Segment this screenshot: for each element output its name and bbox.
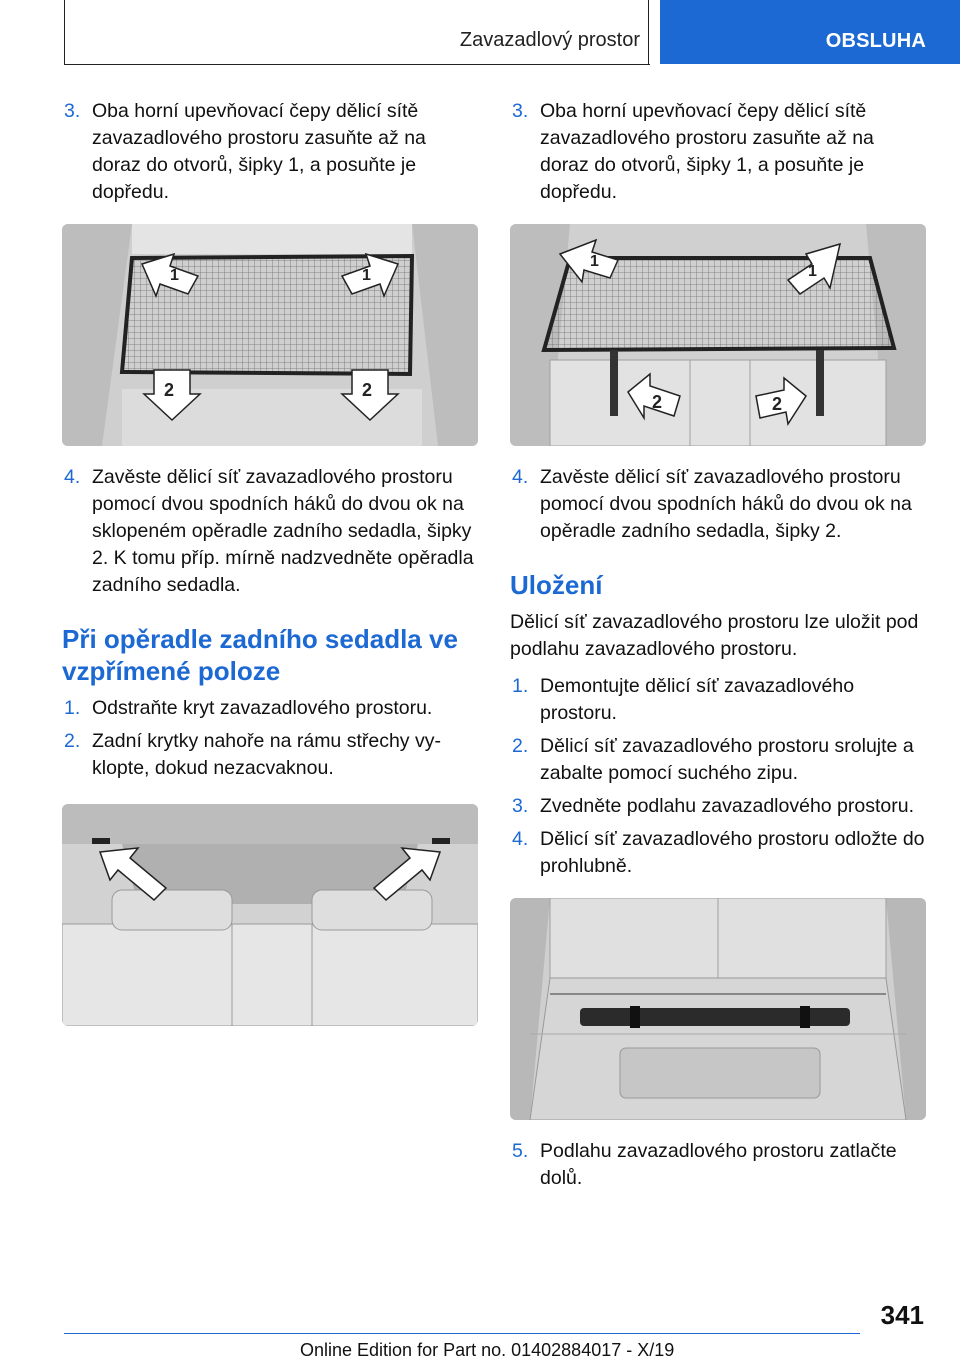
arrow-1-left: 1 — [558, 238, 620, 284]
step-number: 1. — [512, 675, 529, 697]
left-step-1: 1. Odstraňte kryt zavazadlového prostoru… — [62, 695, 478, 722]
step-number: 3. — [512, 795, 529, 817]
step-number: 5. — [512, 1140, 529, 1162]
arrow-1-right: 1 — [786, 242, 842, 295]
figure-net-upright-seats: 1 1 2 2 — [510, 224, 926, 446]
step-number: 2. — [512, 735, 529, 757]
left-step-2: 2. Zadní krytky nahoře na rámu střechy v… — [62, 728, 478, 782]
header-chapter-label: OBSLUHA — [825, 30, 926, 52]
svg-text:1: 1 — [170, 267, 179, 284]
right-storage-step-3: 3. Zvedněte podlahu zavazadlového prosto… — [510, 793, 926, 820]
page-number: 341 — [880, 1300, 924, 1330]
left-column: 3. Oba horní upevňovací čepy dělicí sítě… — [62, 98, 478, 1044]
footer-rule — [64, 1333, 860, 1334]
step-text: Oba horní upevňovací čepy dělicí sítě za… — [540, 100, 874, 203]
arrow-right-cap — [372, 847, 442, 902]
step-number: 3. — [512, 100, 529, 122]
svg-text:2: 2 — [652, 392, 662, 412]
header-rule-left — [64, 0, 65, 64]
arrow-2-left: 2 — [142, 369, 202, 422]
step-text: Dělicí síť zavazadlového prostoru sroluj… — [540, 735, 914, 784]
header-section-title: Zavazadlový prostor — [459, 29, 640, 51]
right-step-3: 3. Oba horní upevňovací čepy dělicí sítě… — [510, 98, 926, 206]
figure-roof-caps-image — [62, 804, 478, 1026]
svg-text:1: 1 — [590, 253, 599, 270]
svg-text:2: 2 — [772, 394, 782, 414]
step-text: Zavěste dělicí síť zavazadlového prostor… — [92, 466, 474, 596]
step-number: 3. — [64, 100, 81, 122]
step-text: Demontujte dělicí síť zavazadlového pros… — [540, 675, 855, 724]
right-storage-step-4: 4. Dělicí síť zavazadlového prostoru odl… — [510, 826, 926, 880]
svg-text:2: 2 — [362, 380, 372, 400]
right-step-5: 5. Podlahu zavazadlového prostoru zatlač… — [510, 1138, 926, 1192]
figure-net-folded-seats: 1 1 2 2 — [62, 224, 478, 446]
heading-storage: Uložení — [510, 570, 603, 600]
step-text: Dělicí síť zavazadlového prostoru odložt… — [540, 828, 925, 877]
step-number: 4. — [64, 466, 81, 488]
right-step-4: 4. Zavěste dělicí síť zavazadlového pros… — [510, 464, 926, 545]
step-text: Podlahu zavazadlového prostoru zatlačte … — [540, 1140, 897, 1189]
step-text: Odstraňte kryt zavazadlového prostoru. — [92, 697, 433, 719]
arrow-2-right: 2 — [755, 376, 807, 427]
arrow-left-cap — [98, 847, 168, 902]
figure-net-folded-seats-image: 1 1 2 2 — [62, 224, 478, 446]
right-column: 3. Oba horní upevňovací čepy dělicí sítě… — [510, 98, 926, 1198]
storage-intro: Dělicí síť zavazadlového prostoru lze ul… — [510, 611, 919, 660]
step-number: 4. — [512, 828, 529, 850]
step-number: 4. — [512, 466, 529, 488]
figure-roof-caps — [62, 804, 478, 1026]
svg-text:1: 1 — [362, 267, 371, 284]
step-text: Zvedněte podlahu zavazadlového prostoru. — [540, 795, 915, 817]
right-storage-step-2: 2. Dělicí síť zavazadlového prostoru sro… — [510, 733, 926, 787]
arrow-2-right: 2 — [340, 369, 400, 422]
arrow-1-left: 1 — [140, 252, 200, 299]
header-rule-bottom — [64, 64, 650, 65]
svg-text:2: 2 — [164, 380, 174, 400]
figure-underfloor-storage — [510, 898, 926, 1120]
left-step-3: 3. Oba horní upevňovací čepy dělicí sítě… — [62, 98, 478, 206]
heading-upright-seat: Při opěradle zadního sedadla ve vzpřímen… — [62, 624, 458, 686]
right-storage-step-1: 1. Demontujte dělicí síť zavazadlového p… — [510, 673, 926, 727]
arrow-1-right: 1 — [340, 252, 400, 299]
left-step-4: 4. Zavěste dělicí síť zavazadlového pros… — [62, 464, 478, 599]
figure-underfloor-storage-image — [510, 898, 926, 1120]
figure-net-upright-seats-image: 1 1 2 2 — [510, 224, 926, 446]
header-rule-mid — [648, 0, 649, 64]
step-number: 2. — [64, 730, 81, 752]
header-chapter-tab[interactable]: OBSLUHA — [660, 0, 960, 64]
footer-edition: Online Edition for Part no. 01402884017 … — [300, 1340, 675, 1360]
step-text: Oba horní upevňovací čepy dělicí sítě za… — [92, 100, 426, 203]
svg-text:1: 1 — [808, 263, 817, 280]
arrow-2-left: 2 — [627, 372, 681, 421]
step-text: Zavěste dělicí síť zavazadlového prostor… — [540, 466, 912, 542]
step-text: Zadní krytky nahoře na rámu střechy vy­k… — [92, 730, 441, 779]
step-number: 1. — [64, 697, 81, 719]
